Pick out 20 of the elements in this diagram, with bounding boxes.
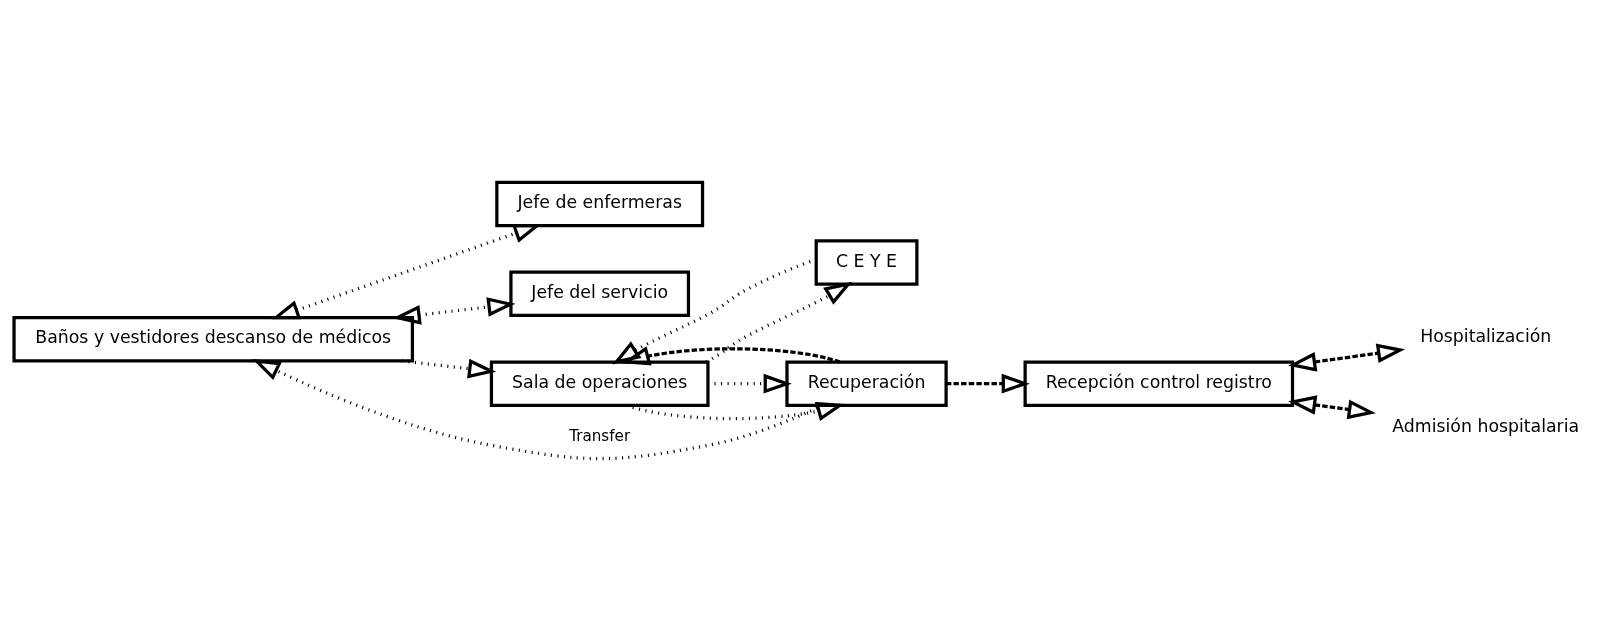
node-box: Sala de operaciones (489, 360, 710, 407)
node-box: Jefe de enfermeras (495, 180, 705, 228)
arrow (1288, 343, 1406, 372)
node-box: Recuperación (785, 360, 948, 407)
node-box: Baños y vestidores descanso de médicos (12, 316, 415, 363)
arrow (252, 358, 824, 461)
arrow (621, 346, 841, 366)
arrow (705, 281, 853, 364)
node-text: Admisión hospitalaria (1392, 416, 1580, 437)
arrow (1288, 395, 1376, 420)
arrow (612, 258, 817, 365)
node-box: Recepción control registro (1023, 360, 1295, 407)
arrow (626, 401, 845, 421)
node-box: C E Y E (814, 239, 919, 286)
node-box: Jefe del servicio (509, 270, 691, 318)
arrow (946, 373, 1030, 394)
arrow (401, 358, 497, 379)
node-text: Hospitalización (1420, 326, 1552, 347)
edge-label: Transfer (569, 427, 631, 446)
arrow (708, 373, 792, 394)
